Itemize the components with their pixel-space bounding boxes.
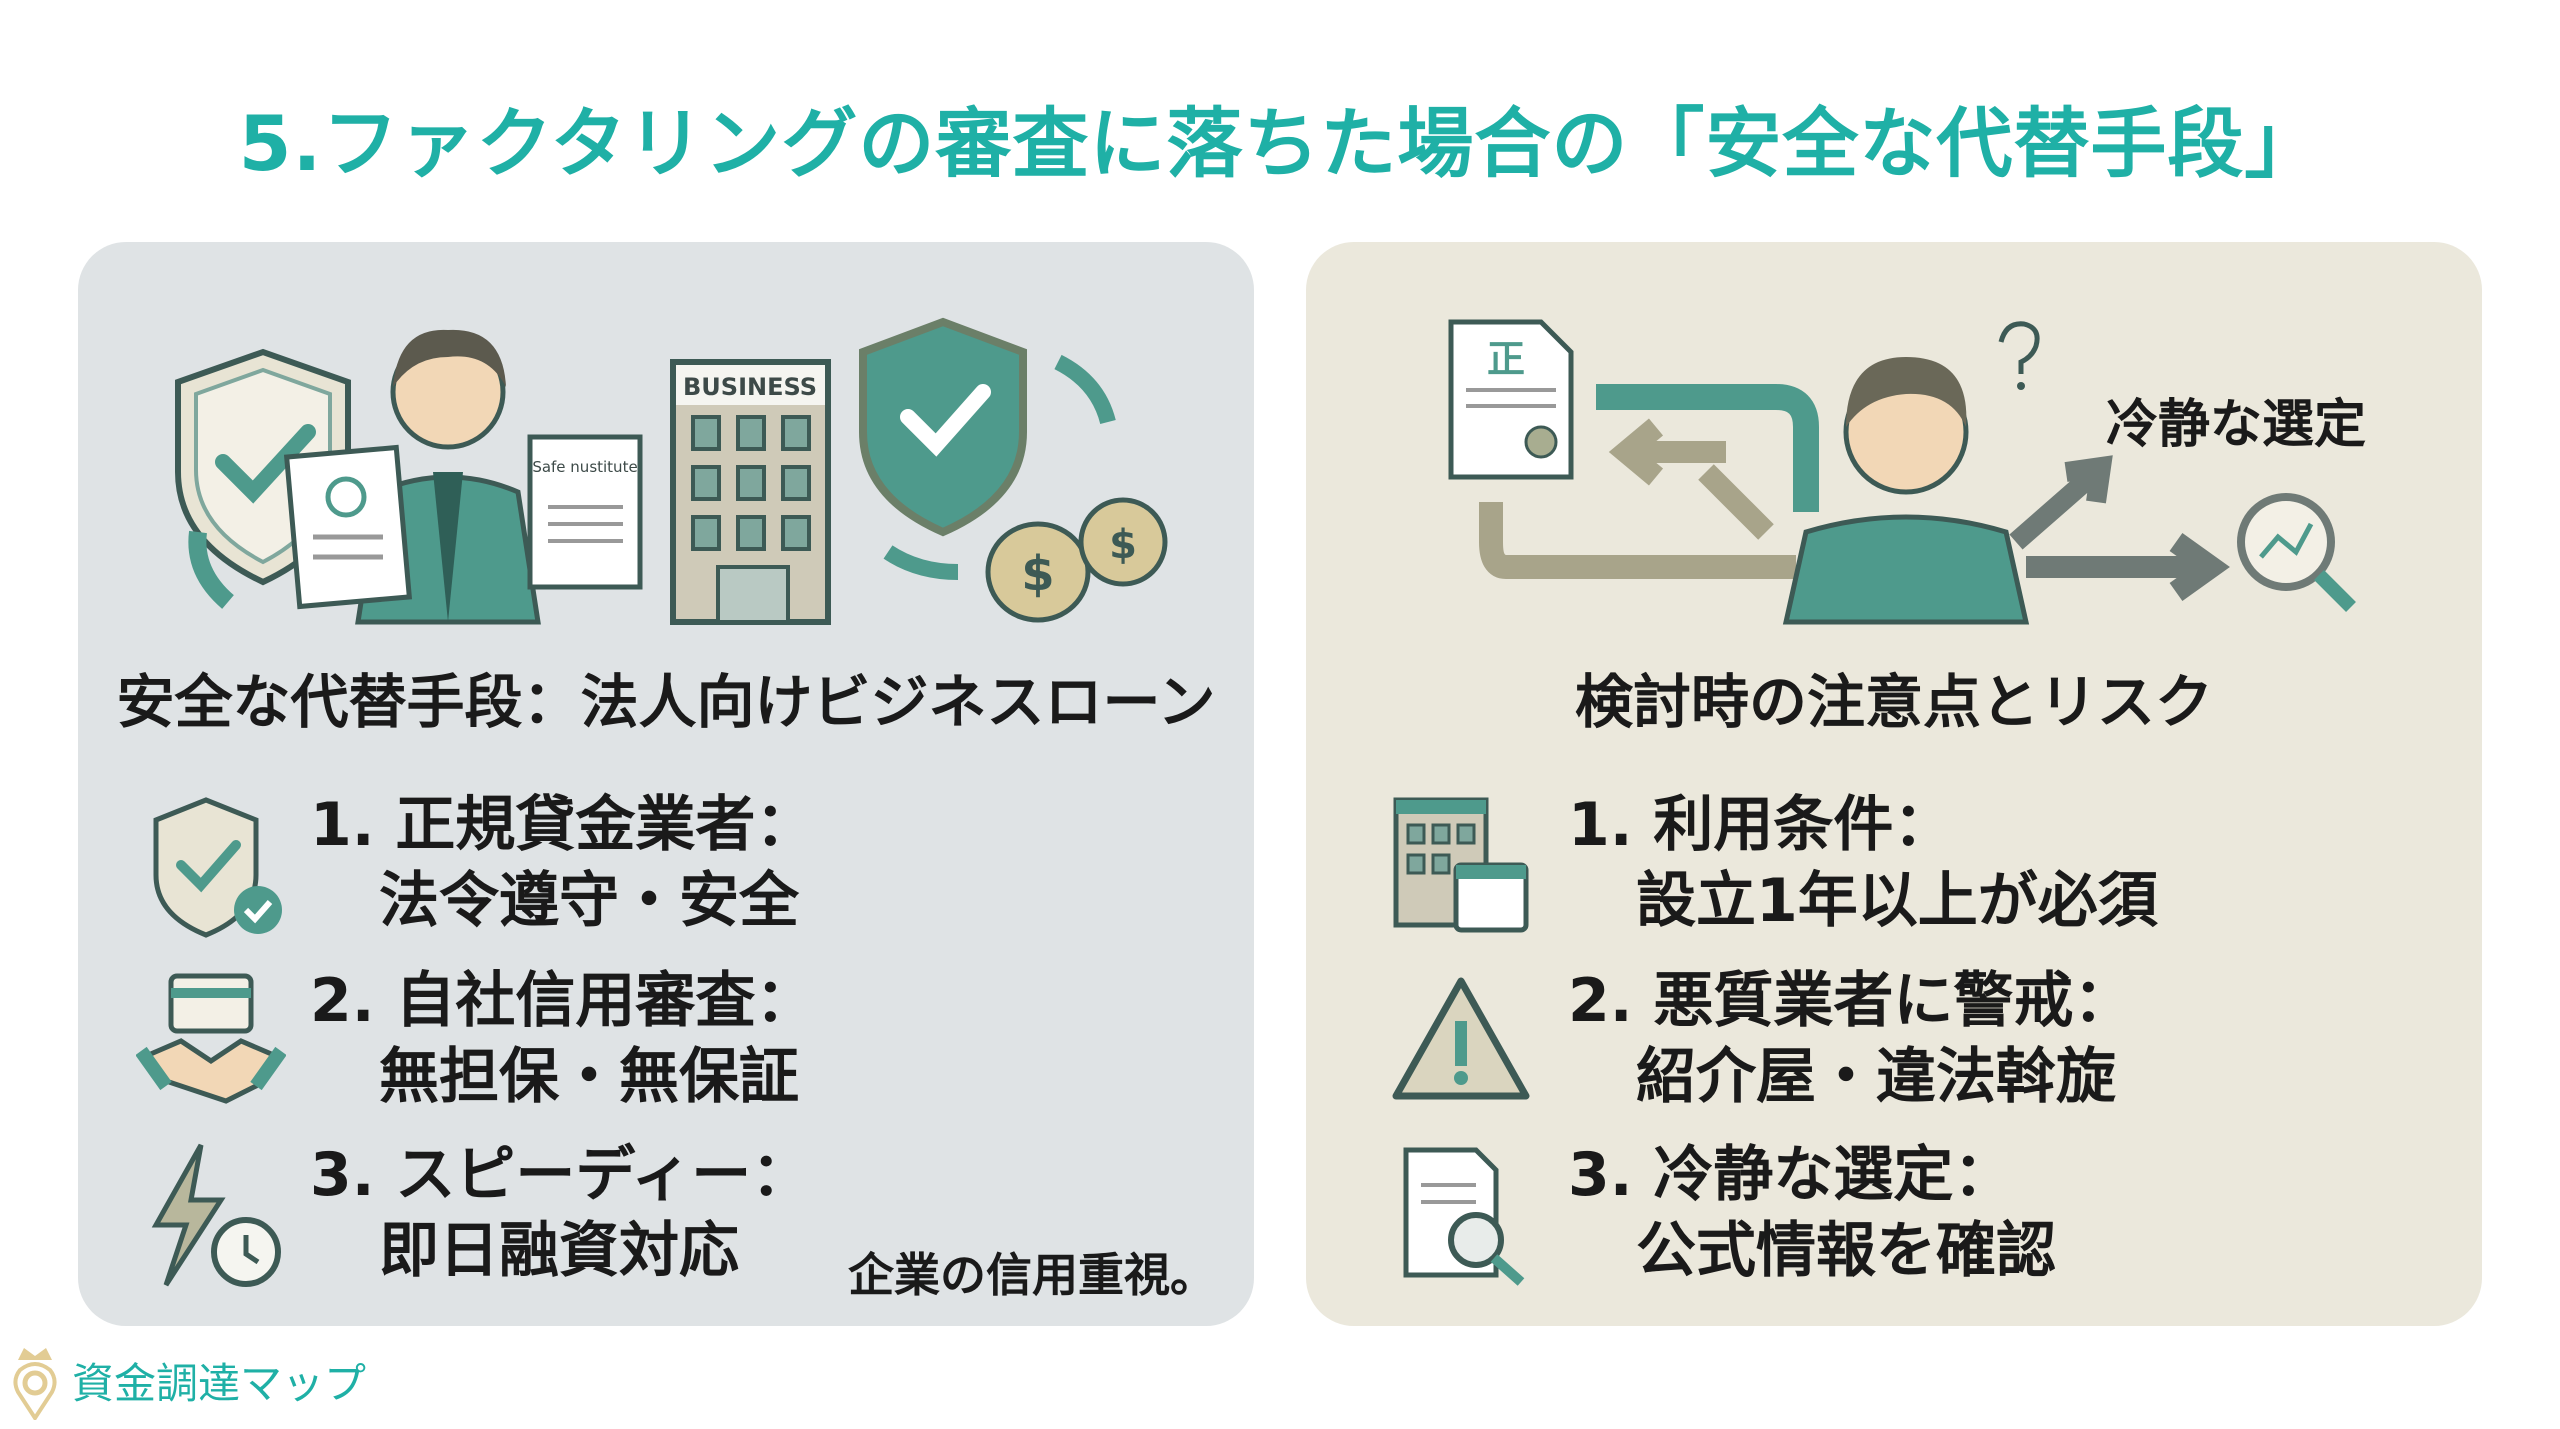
decision-illustration: 正 冷静な選定: [1448, 319, 2366, 625]
crown-pin-icon: [13, 1348, 57, 1420]
section-heading: 安全な代替手段：法人向けビジネスローン: [116, 668, 1216, 736]
item-title: 2. 悪質業者に警戒：: [1568, 966, 2134, 1036]
money-bag-icon: $ $: [985, 497, 1168, 623]
building-calendar-icon: [1393, 797, 1529, 933]
safe-document-icon: Safe nustitute: [527, 434, 643, 590]
item-title: 1. 利用条件：: [1568, 790, 1954, 860]
magnifier-chart-icon: [2237, 493, 2356, 612]
item-detail: 法令遵守・安全: [379, 866, 799, 936]
item-detail: 設立1年以上が必須: [1636, 866, 2158, 936]
item-detail: 即日融資対応: [379, 1216, 739, 1286]
section-heading: 検討時の注意点とリスク: [1574, 668, 2213, 736]
document-text: Safe nustitute: [532, 458, 637, 476]
document-icon: [283, 444, 413, 610]
item-detail: 公式情報を確認: [1636, 1216, 2056, 1286]
building-icon: BUSINESS: [670, 359, 831, 625]
brand-logo: 資金調達マップ: [10, 1340, 366, 1420]
card-handshake-icon: [136, 973, 286, 1104]
shield-check-icon: [153, 797, 282, 938]
document-mark: 正: [1487, 337, 1525, 381]
item-detail: 紹介屋・違法斡旋: [1636, 1042, 2116, 1112]
warning-icon: [1392, 977, 1530, 1100]
svg-text:$: $: [1021, 546, 1054, 602]
business-loan-illustration: Safe nustitute BUSINESS $ $: [175, 317, 1168, 625]
building-sign: BUSINESS: [683, 373, 817, 401]
certificate-icon: 正: [1448, 319, 1574, 480]
shield-check-icon: [859, 317, 1027, 537]
document-search-icon: [1403, 1147, 1525, 1286]
brand-name: 資金調達マップ: [72, 1358, 367, 1408]
item-detail: 無担保・無保証: [379, 1042, 799, 1112]
page-title: 5.ファクタリングの審査に落ちた場合の「安全な代替手段」: [238, 99, 2322, 188]
lightning-clock-icon: [151, 1143, 281, 1287]
illustration-label: 冷静な選定: [2106, 395, 2366, 455]
note-text: 企業の信用重視。: [848, 1248, 1216, 1302]
alternative-panel: Safe nustitute BUSINESS $ $: [78, 242, 1254, 1326]
item-title: 1. 正規貸金業者：: [310, 790, 816, 860]
svg-text:$: $: [1109, 522, 1137, 568]
caution-panel: 正 冷静な選定 検討時の注意点とリスク: [1306, 242, 2482, 1326]
item-title: 3. スピーディー：: [310, 1140, 812, 1210]
item-title: 3. 冷静な選定：: [1568, 1140, 2014, 1210]
thinking-man-icon: [1782, 321, 2040, 625]
item-title: 2. 自社信用審査：: [310, 966, 816, 1036]
